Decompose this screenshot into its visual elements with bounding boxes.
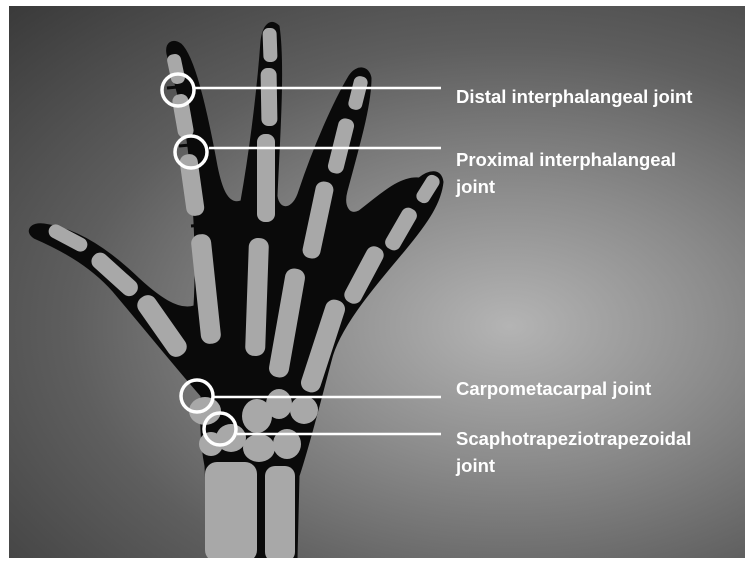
label-stt-line1: Scaphotrapeziotrapezoidal	[456, 425, 691, 452]
label-proximal-interphalangeal: Proximal interphalangeal joint	[456, 146, 676, 200]
label-pip-line1: Proximal interphalangeal	[456, 146, 676, 173]
label-stt-line2: joint	[456, 452, 691, 479]
label-carpometacarpal: Carpometacarpal joint	[456, 375, 651, 402]
label-pip-line2: joint	[456, 173, 676, 200]
label-distal-interphalangeal: Distal interphalangeal joint	[456, 83, 692, 110]
label-scaphotrapeziotrapezoidal: Scaphotrapeziotrapezoidal joint	[456, 425, 691, 479]
hand-xray-diagram: Distal interphalangeal joint Proximal in…	[9, 6, 745, 558]
